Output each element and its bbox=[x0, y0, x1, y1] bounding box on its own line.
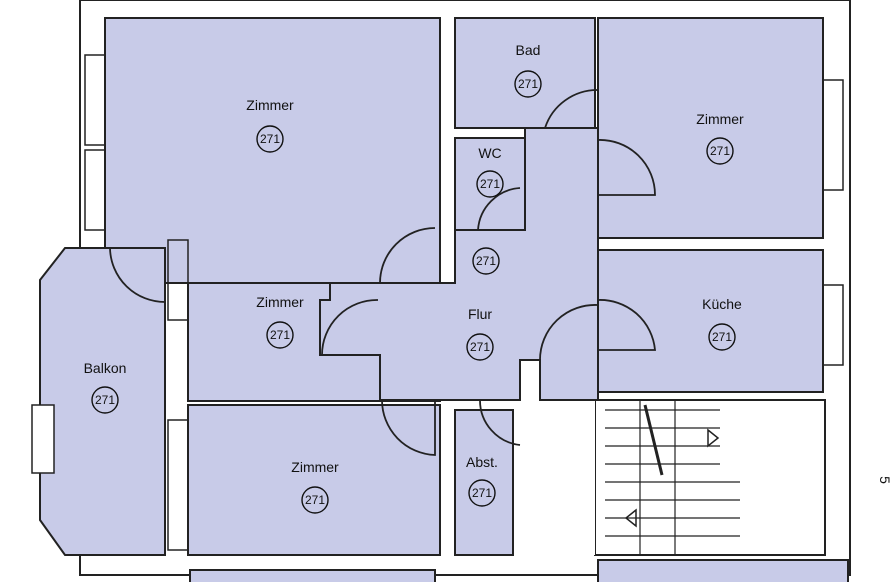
label-abstellraum: Abst. bbox=[466, 454, 498, 470]
number-circle bbox=[91, 386, 119, 414]
number-zimmer-2: 271 bbox=[710, 144, 730, 158]
room-bad bbox=[454, 17, 596, 129]
number-circle bbox=[706, 137, 734, 165]
label-zimmer-2: Zimmer bbox=[696, 111, 744, 127]
number-bad: 271 bbox=[518, 77, 538, 91]
number-balkon: 271 bbox=[95, 393, 115, 407]
staircase bbox=[605, 400, 740, 555]
number-kueche: 271 bbox=[712, 330, 732, 344]
door-zimmer-bottom bbox=[381, 399, 436, 456]
room-partial-bottom-right bbox=[597, 559, 849, 582]
number-flur: 271 bbox=[470, 340, 490, 354]
door-entrance bbox=[539, 304, 599, 361]
number-circle bbox=[468, 479, 496, 507]
door-bad bbox=[544, 89, 599, 129]
label-flur: Flur bbox=[468, 306, 492, 322]
number-abstellraum: 271 bbox=[472, 486, 492, 500]
number-circle bbox=[708, 323, 736, 351]
label-zimmer-4: Zimmer bbox=[291, 459, 339, 475]
side-mark: 5 bbox=[877, 476, 892, 484]
room-abstellraum bbox=[454, 409, 514, 556]
room-wc bbox=[454, 137, 526, 231]
stairwell bbox=[594, 399, 826, 556]
door-zimmer-mid bbox=[379, 227, 436, 284]
room-partial-bottom-left bbox=[189, 569, 436, 582]
door-zimmer-right bbox=[597, 139, 656, 196]
number-circle bbox=[301, 486, 329, 514]
door-kueche bbox=[597, 299, 656, 351]
window-balcony-top bbox=[167, 239, 189, 321]
label-bad: Bad bbox=[516, 42, 541, 58]
number-wc: 271 bbox=[480, 177, 500, 191]
window-balcony-bottom bbox=[167, 419, 189, 551]
number-zimmer-3: 271 bbox=[270, 328, 290, 342]
room-zimmer-top-left bbox=[104, 17, 441, 284]
number-circle bbox=[256, 125, 284, 153]
door-wc bbox=[477, 187, 521, 231]
door-balkon bbox=[109, 247, 166, 303]
number-circle bbox=[466, 333, 494, 361]
window-left-top bbox=[84, 54, 106, 146]
label-zimmer-3: Zimmer bbox=[256, 294, 304, 310]
label-zimmer-1: Zimmer bbox=[246, 97, 294, 113]
number-circle bbox=[514, 70, 542, 98]
number-circle bbox=[476, 170, 504, 198]
room-zimmer-bottom-left bbox=[187, 404, 441, 556]
room-kueche bbox=[597, 249, 824, 393]
door-abstellraum bbox=[479, 399, 521, 446]
balkon-planter bbox=[31, 404, 55, 474]
number-circle bbox=[472, 247, 500, 275]
number-zimmer-1: 271 bbox=[260, 132, 280, 146]
number-closet: 271 bbox=[476, 254, 496, 268]
number-zimmer-4: 271 bbox=[305, 493, 325, 507]
window-left-mid bbox=[84, 149, 106, 231]
label-balkon: Balkon bbox=[84, 360, 127, 376]
number-circle bbox=[266, 321, 294, 349]
room-zimmer-top-right bbox=[597, 17, 824, 239]
label-kueche: Küche bbox=[702, 296, 742, 312]
window-right-kitchen bbox=[822, 284, 844, 366]
room-balkon bbox=[39, 247, 166, 556]
door-flur-left bbox=[321, 299, 379, 356]
window-right-top bbox=[822, 79, 844, 191]
label-wc: WC bbox=[478, 145, 501, 161]
